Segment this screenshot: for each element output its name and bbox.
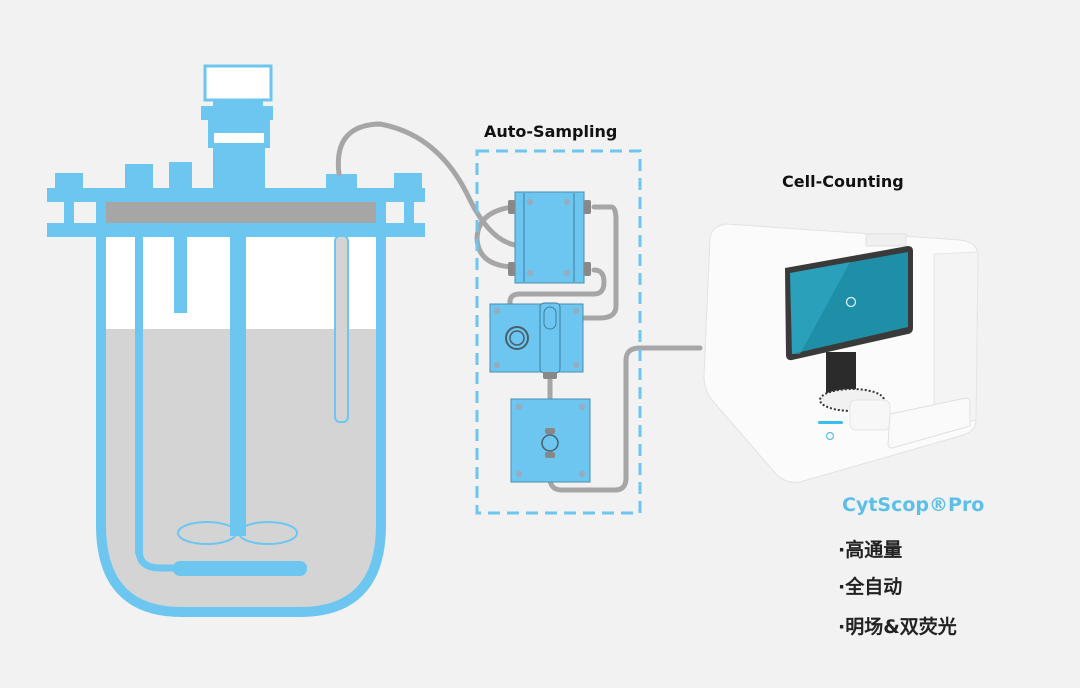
device-logo-icon bbox=[825, 431, 835, 441]
status-light bbox=[818, 421, 843, 424]
lid-port-3 bbox=[169, 162, 192, 190]
flange-inner-left bbox=[96, 200, 106, 225]
bioreactor bbox=[47, 64, 425, 617]
motor-body-3 bbox=[213, 148, 265, 190]
motor-body-1 bbox=[213, 100, 263, 108]
lid-port-1 bbox=[55, 173, 83, 190]
short-probe bbox=[174, 236, 187, 313]
feature-item: ·全自动 bbox=[838, 576, 903, 598]
screen-logo-icon bbox=[845, 296, 857, 308]
auto-sampling-frame bbox=[475, 149, 642, 515]
product-name: CytScop®Pro bbox=[842, 494, 985, 516]
cell-counting-label: Cell-Counting bbox=[782, 172, 904, 191]
motor-body-2 bbox=[208, 120, 270, 128]
impeller-blade-left bbox=[177, 521, 237, 545]
lid-bottom-plate bbox=[47, 223, 425, 237]
device-side-panel bbox=[933, 251, 979, 431]
lid-port-5 bbox=[394, 173, 422, 190]
carousel-base bbox=[849, 399, 891, 431]
sparger-bend bbox=[135, 549, 180, 572]
flange-inner-right bbox=[376, 200, 386, 225]
sparger-bar bbox=[173, 561, 307, 576]
peristaltic-pump bbox=[508, 191, 591, 284]
device-drawer bbox=[887, 397, 971, 449]
lid-port-4 bbox=[326, 174, 357, 190]
impeller-blade-right bbox=[238, 521, 298, 545]
screen-glare bbox=[790, 262, 850, 354]
flange-post-left bbox=[64, 200, 74, 225]
flange-post-right bbox=[404, 200, 414, 225]
lid-top-plate bbox=[47, 188, 425, 202]
pipe-pump-loop-left bbox=[474, 204, 515, 270]
lid-port-2 bbox=[125, 164, 153, 190]
impeller-shaft bbox=[230, 236, 246, 536]
pipe-valve-to-cuvette bbox=[547, 345, 703, 493]
auto-sampling-label: Auto-Sampling bbox=[484, 122, 618, 141]
cell-counter-device bbox=[703, 223, 979, 483]
device-top-cover bbox=[865, 233, 907, 247]
lid-seal bbox=[106, 202, 376, 223]
valve-block bbox=[489, 302, 584, 379]
sparger-tube bbox=[135, 236, 143, 554]
auto-sampling-module bbox=[475, 149, 642, 515]
flow-cell-block bbox=[510, 398, 591, 483]
motor-ring-2-gap bbox=[214, 133, 264, 143]
vessel-wall bbox=[96, 236, 386, 617]
pipe-reactor-to-pump bbox=[335, 121, 518, 248]
feature-item: ·明场&双荧光 bbox=[838, 616, 957, 638]
motor-ring-1 bbox=[201, 106, 273, 120]
sampling-dip-tube bbox=[334, 235, 349, 423]
motor-cap bbox=[203, 64, 273, 102]
feature-item: ·高通量 bbox=[838, 539, 903, 561]
